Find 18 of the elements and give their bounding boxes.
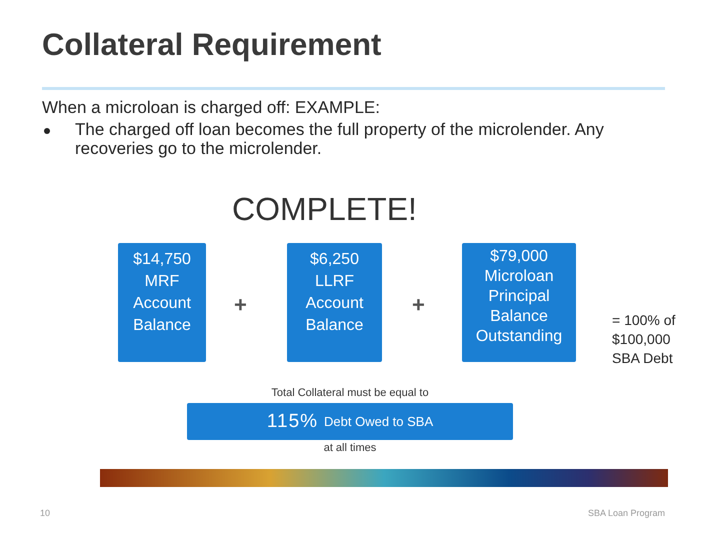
balance-box: $79,000 Microloan Principal Balance Outstanding: [462, 243, 576, 362]
total-bar: [187, 403, 513, 440]
bar-label: Debt Owed to SBA: [324, 414, 434, 429]
balance-box: $6,250 LLRF Account Balance: [287, 243, 382, 362]
footer-text: SBA Loan Program: [588, 508, 666, 518]
gradient-band: [100, 469, 668, 487]
slide-title: Collateral Requirement: [42, 27, 382, 63]
page-number: 10: [40, 508, 50, 518]
balance-box: $14,750 MRF Account Balance: [118, 243, 206, 362]
bullet-text: The charged off loan becomes the full property of the microlender. Any recoveries go to the microlender.: [75, 120, 605, 158]
note-text: at all times: [322, 442, 378, 454]
plus-sign: +: [412, 292, 425, 318]
percent-text: 115%: [266, 410, 318, 432]
heading-text: COMPLETE!: [232, 191, 417, 228]
plus-sign: +: [234, 292, 247, 318]
equation-text: = 100% of $100,000 SBA Debt: [612, 311, 676, 368]
intro-text: When a microloan is charged off: EXAMPLE:: [42, 98, 380, 117]
note-text: Total Collateral must be equal to: [270, 387, 430, 399]
